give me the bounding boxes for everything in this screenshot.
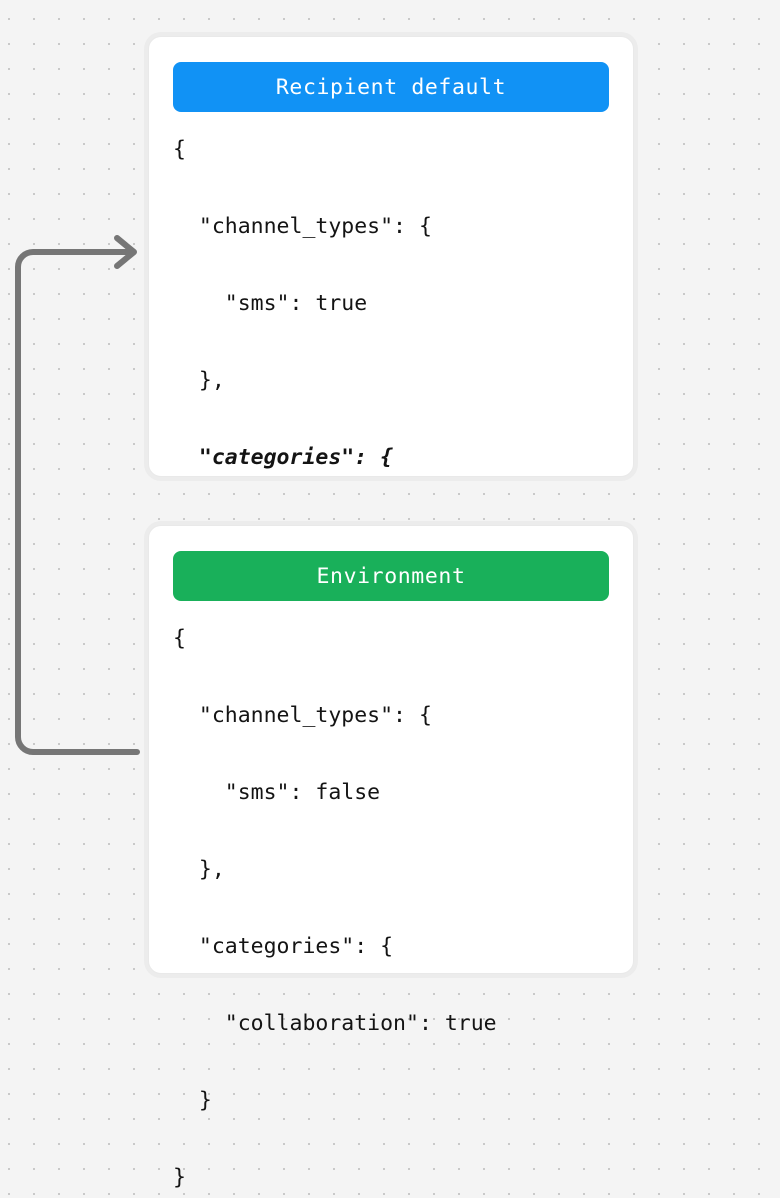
code-line: "collaboration": true	[173, 1011, 497, 1036]
card-header-label: Environment	[316, 563, 466, 589]
arrow-head-icon	[114, 235, 137, 269]
code-line: "channel_types": {	[173, 703, 432, 728]
code-line: "categories": {	[173, 934, 394, 959]
code-block-environment: { "channel_types": { "sms": false }, "ca…	[173, 620, 609, 1198]
code-line: },	[173, 368, 225, 393]
code-line: "categories": {	[173, 445, 394, 470]
card-header-environment: Environment	[173, 551, 609, 601]
card-recipient-default: Recipient default { "channel_types": { "…	[148, 36, 634, 701]
card-environment: Environment { "channel_types": { "sms": …	[148, 525, 634, 1190]
code-line: }	[173, 1165, 186, 1190]
code-line: "channel_types": {	[173, 214, 432, 239]
code-line: {	[173, 626, 186, 651]
code-line: "sms": false	[173, 780, 381, 805]
arrow-path	[15, 249, 140, 755]
code-line: {	[173, 137, 186, 162]
code-line: "sms": true	[173, 291, 368, 316]
card-header-label: Recipient default	[275, 74, 507, 100]
card-header-recipient-default: Recipient default	[173, 62, 609, 112]
code-line: }	[173, 1088, 212, 1113]
code-line: },	[173, 857, 225, 882]
